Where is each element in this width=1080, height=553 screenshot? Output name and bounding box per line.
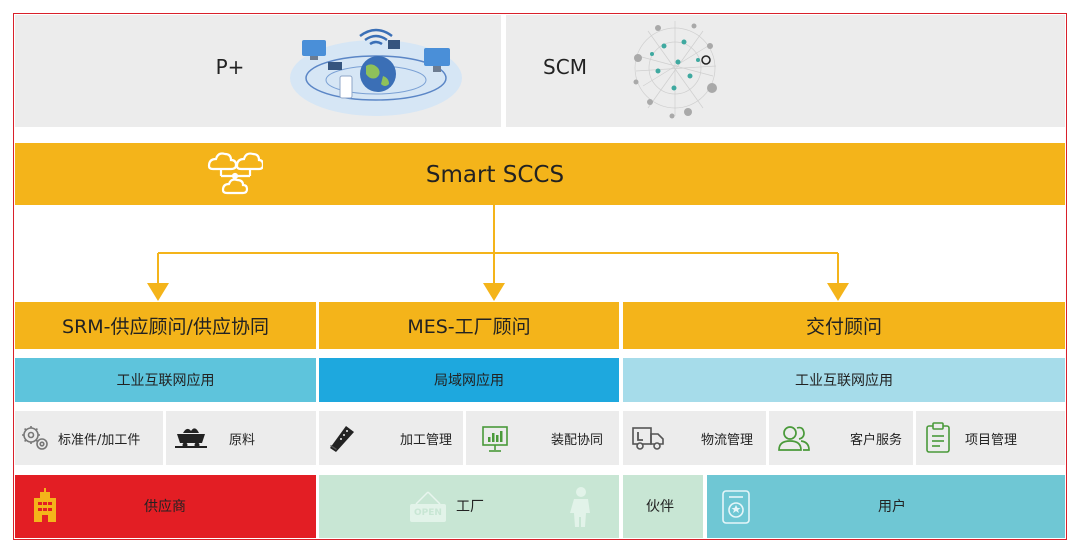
assembly-label: 装配协同 xyxy=(550,432,603,448)
scm-label: SCM xyxy=(543,55,587,79)
smart-sccs-title: Smart SCCS xyxy=(425,162,565,188)
project-label: 项目管理 xyxy=(964,432,1017,448)
mes-network-label: 局域网应用 xyxy=(319,358,619,402)
connector-arrows xyxy=(0,205,1080,305)
standard-parts-label: 标准件/加工件 xyxy=(58,432,141,448)
chart-monitor-icon xyxy=(480,424,510,454)
delivery-column-title: 交付顾问 xyxy=(623,302,1065,349)
diagram-frame xyxy=(13,13,1067,540)
users-icon xyxy=(777,423,811,453)
raw-material-label: 原料 xyxy=(228,432,255,448)
user-label: 用户 xyxy=(878,499,906,515)
open-sign-text: OPEN xyxy=(414,508,442,518)
function-cell-project xyxy=(916,411,1065,465)
clipboard-icon xyxy=(924,422,952,454)
function-cell-logistics xyxy=(623,411,766,465)
function-cell-assembly xyxy=(466,411,619,465)
delivery-network-label: 工业互联网应用 xyxy=(623,358,1065,402)
mine-cart-icon xyxy=(175,425,207,451)
supplier-label: 供应商 xyxy=(144,499,186,515)
truck-icon xyxy=(631,424,665,452)
factory-label: 工厂 xyxy=(456,499,484,515)
worker-icon xyxy=(568,486,594,528)
scm-panel xyxy=(506,15,1065,127)
gears-icon xyxy=(20,424,50,452)
partner-label: 伙伴 xyxy=(646,499,674,515)
factory-block xyxy=(319,475,619,538)
building-icon xyxy=(30,488,60,524)
badge-icon xyxy=(720,488,752,526)
saw-icon xyxy=(328,424,356,454)
network-globe-illustration xyxy=(288,26,463,118)
network-sphere-illustration xyxy=(628,16,723,122)
user-block xyxy=(707,475,1065,538)
srm-column-title: SRM-供应顾问/供应协同 xyxy=(15,302,316,349)
supplier-block xyxy=(15,475,316,538)
processing-label: 加工管理 xyxy=(399,432,452,448)
cloud-network-icon xyxy=(205,146,263,202)
function-cell-standard-parts xyxy=(15,411,163,465)
p-plus-label: P+ xyxy=(215,55,245,79)
logistics-label: 物流管理 xyxy=(700,432,753,448)
partner-block xyxy=(623,475,703,538)
open-sign-icon xyxy=(408,490,448,526)
srm-network-label: 工业互联网应用 xyxy=(15,358,316,402)
mes-column-title: MES-工厂顾问 xyxy=(319,302,619,349)
smart-sccs-banner xyxy=(15,143,1065,205)
customer-service-label: 客户服务 xyxy=(849,432,902,448)
